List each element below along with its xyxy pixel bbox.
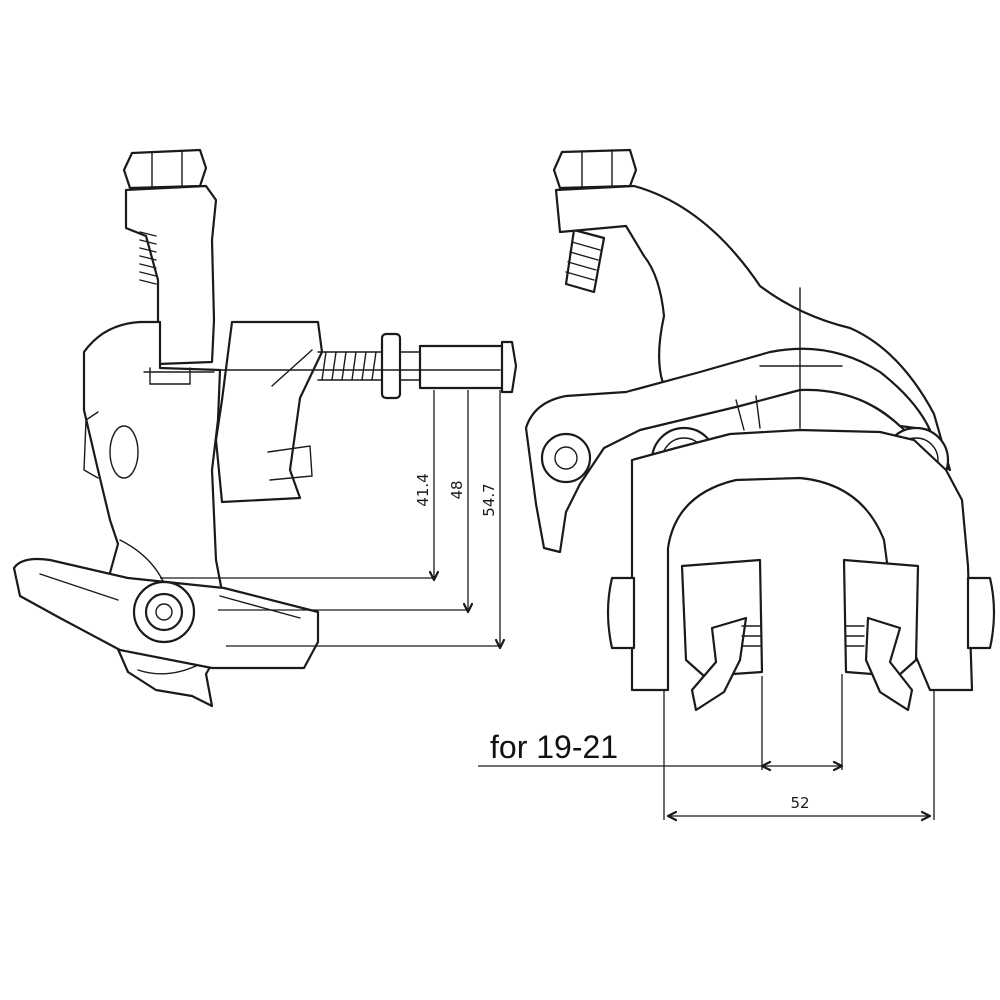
front-dimensions: for 19-21 52 <box>478 674 935 822</box>
tire-size-label: for 19-21 <box>490 729 618 765</box>
front-view <box>524 148 996 712</box>
side-cable-block <box>214 320 324 504</box>
left-brake-pad <box>606 558 764 712</box>
side-mount-nut <box>122 148 208 190</box>
side-dimensions: 41.4 48 54.7 <box>160 390 506 650</box>
left-pivot-bolt <box>540 432 592 484</box>
dimension-54-7-label: 54.7 <box>480 483 498 516</box>
caliper-width-label: 52 <box>790 794 809 812</box>
dimension-48-label: 48 <box>448 480 466 499</box>
side-spring <box>139 231 157 285</box>
front-brake-arms <box>630 428 974 692</box>
dimension-41-4-label: 41.4 <box>414 473 432 506</box>
side-view <box>12 148 518 708</box>
side-adjuster-screw <box>317 332 518 400</box>
right-brake-pad <box>842 558 996 712</box>
side-pivot-bolt <box>132 580 196 644</box>
side-upper-arm <box>124 184 218 366</box>
front-upper-arm <box>554 184 952 472</box>
front-mount-nut <box>552 148 638 294</box>
